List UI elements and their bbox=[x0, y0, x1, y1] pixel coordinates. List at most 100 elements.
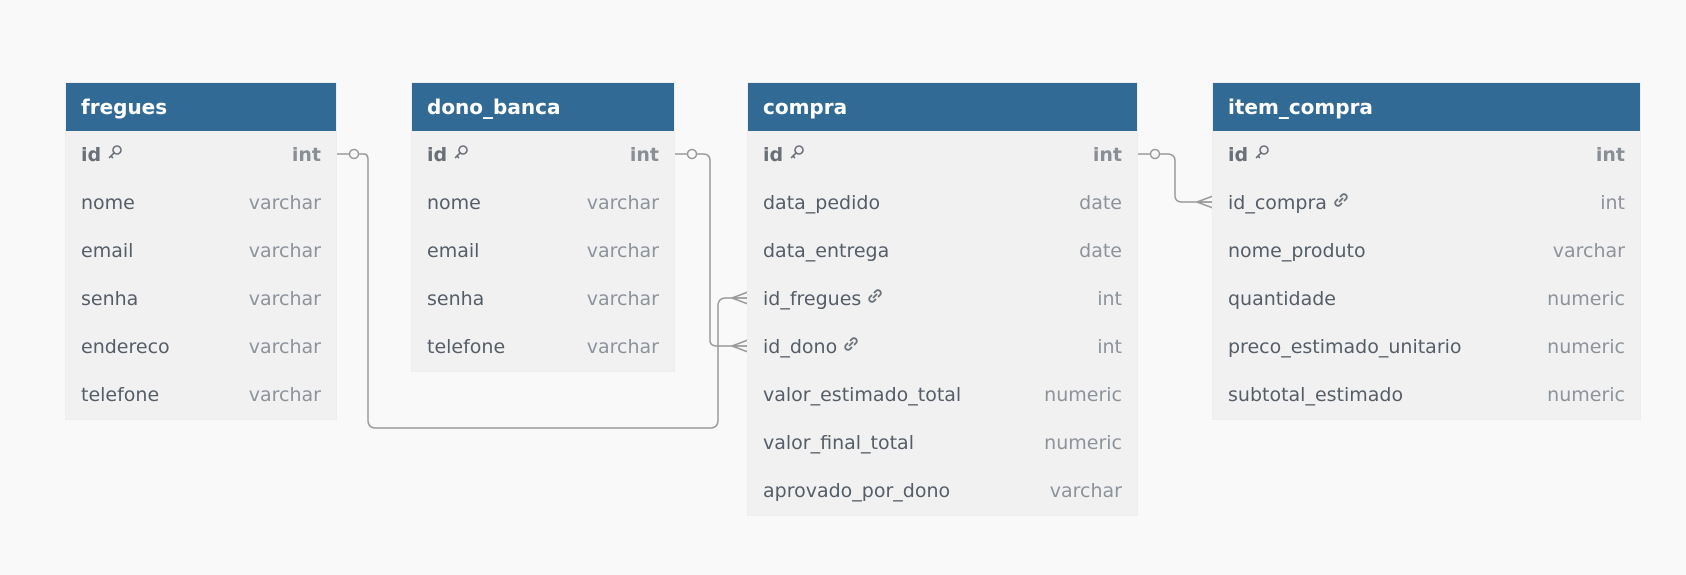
many-end-crowfoot bbox=[731, 291, 749, 305]
field-name: data_pedido bbox=[763, 179, 880, 227]
field-type: int bbox=[1595, 144, 1625, 166]
one-end-circle bbox=[686, 148, 698, 160]
field-row-endereco[interactable]: endereco varchar bbox=[66, 323, 336, 371]
field-row-preco-estimado-unitario[interactable]: preco_estimado_unitario numeric bbox=[1213, 323, 1640, 371]
field-name: preco_estimado_unitario bbox=[1228, 323, 1462, 371]
field-name-text: subtotal_estimado bbox=[1228, 384, 1404, 406]
field-type: varchar bbox=[1049, 480, 1122, 502]
field-name-text: id bbox=[763, 144, 784, 166]
field-row-nome[interactable]: nome varchar bbox=[412, 179, 674, 227]
field-name: telefone bbox=[81, 371, 159, 419]
key-icon bbox=[453, 130, 469, 178]
field-row-email[interactable]: email varchar bbox=[66, 227, 336, 275]
field-name: valor_estimado_total bbox=[763, 371, 961, 419]
field-row-id[interactable]: id int bbox=[1213, 131, 1640, 179]
field-name: telefone bbox=[427, 323, 505, 371]
key-icon bbox=[107, 130, 123, 178]
field-type: varchar bbox=[248, 192, 321, 214]
field-type: numeric bbox=[1547, 336, 1625, 358]
field-name: subtotal_estimado bbox=[1228, 371, 1403, 419]
field-name-text: email bbox=[427, 240, 480, 262]
field-name: email bbox=[427, 227, 479, 275]
field-name-text: nome_produto bbox=[1228, 240, 1366, 262]
field-type: date bbox=[1079, 240, 1122, 262]
field-type: varchar bbox=[248, 240, 321, 262]
field-row-id-compra[interactable]: id_compra int bbox=[1213, 179, 1640, 227]
field-name-text: id_fregues bbox=[763, 288, 862, 310]
field-name-text: senha bbox=[81, 288, 139, 310]
field-name-text: id bbox=[1228, 144, 1249, 166]
field-name-text: senha bbox=[427, 288, 485, 310]
field-type: int bbox=[1600, 192, 1625, 214]
table-title[interactable]: fregues bbox=[66, 83, 336, 131]
field-name: aprovado_por_dono bbox=[763, 467, 950, 515]
field-name: id bbox=[1228, 131, 1270, 180]
field-name: id_dono bbox=[763, 323, 859, 372]
field-row-id-dono[interactable]: id_dono int bbox=[748, 323, 1137, 371]
field-name-text: data_entrega bbox=[763, 240, 890, 262]
link-icon bbox=[1333, 178, 1349, 226]
link-icon bbox=[867, 274, 883, 322]
field-name: id bbox=[81, 131, 123, 180]
field-name: senha bbox=[427, 275, 484, 323]
field-type: int bbox=[1097, 336, 1122, 358]
field-type: varchar bbox=[586, 240, 659, 262]
link-icon bbox=[843, 322, 859, 370]
table-title[interactable]: item_compra bbox=[1213, 83, 1640, 131]
field-name-text: quantidade bbox=[1228, 288, 1336, 310]
field-name-text: email bbox=[81, 240, 134, 262]
field-row-email[interactable]: email varchar bbox=[412, 227, 674, 275]
many-end-crowfoot bbox=[731, 339, 749, 353]
field-row-subtotal-estimado[interactable]: subtotal_estimado numeric bbox=[1213, 371, 1640, 419]
field-name-text: nome bbox=[81, 192, 135, 214]
field-name: nome_produto bbox=[1228, 227, 1366, 275]
field-type: numeric bbox=[1044, 432, 1122, 454]
field-type: varchar bbox=[248, 384, 321, 406]
field-row-nome-produto[interactable]: nome_produto varchar bbox=[1213, 227, 1640, 275]
field-name-text: data_pedido bbox=[763, 192, 881, 214]
field-name: nome bbox=[81, 179, 135, 227]
field-name: endereco bbox=[81, 323, 170, 371]
many-end-crowfoot bbox=[1196, 195, 1214, 209]
field-row-telefone[interactable]: telefone varchar bbox=[66, 371, 336, 419]
field-name: email bbox=[81, 227, 133, 275]
field-row-aprovado-por-dono[interactable]: aprovado_por_dono varchar bbox=[748, 467, 1137, 515]
table-title[interactable]: compra bbox=[748, 83, 1137, 131]
field-name-text: id bbox=[81, 144, 102, 166]
field-name: id_compra bbox=[1228, 179, 1349, 228]
field-row-valor-estimado-total[interactable]: valor_estimado_total numeric bbox=[748, 371, 1137, 419]
field-name-text: id bbox=[427, 144, 448, 166]
field-name-text: aprovado_por_dono bbox=[763, 480, 951, 502]
field-name: data_entrega bbox=[763, 227, 889, 275]
field-type: varchar bbox=[586, 192, 659, 214]
relation-dono-compra bbox=[696, 153, 748, 347]
field-name-text: telefone bbox=[427, 336, 506, 358]
field-name: nome bbox=[427, 179, 481, 227]
field-type: varchar bbox=[1552, 240, 1625, 262]
field-type: varchar bbox=[248, 336, 321, 358]
field-row-nome[interactable]: nome varchar bbox=[66, 179, 336, 227]
field-name-text: preco_estimado_unitario bbox=[1228, 336, 1462, 358]
field-name-text: id_compra bbox=[1228, 192, 1327, 214]
field-name: id bbox=[763, 131, 805, 180]
field-type: numeric bbox=[1044, 384, 1122, 406]
table-title[interactable]: dono_banca bbox=[412, 83, 674, 131]
field-name-text: id_dono bbox=[763, 336, 838, 358]
field-type: numeric bbox=[1547, 384, 1625, 406]
field-row-data-entrega[interactable]: data_entrega date bbox=[748, 227, 1137, 275]
